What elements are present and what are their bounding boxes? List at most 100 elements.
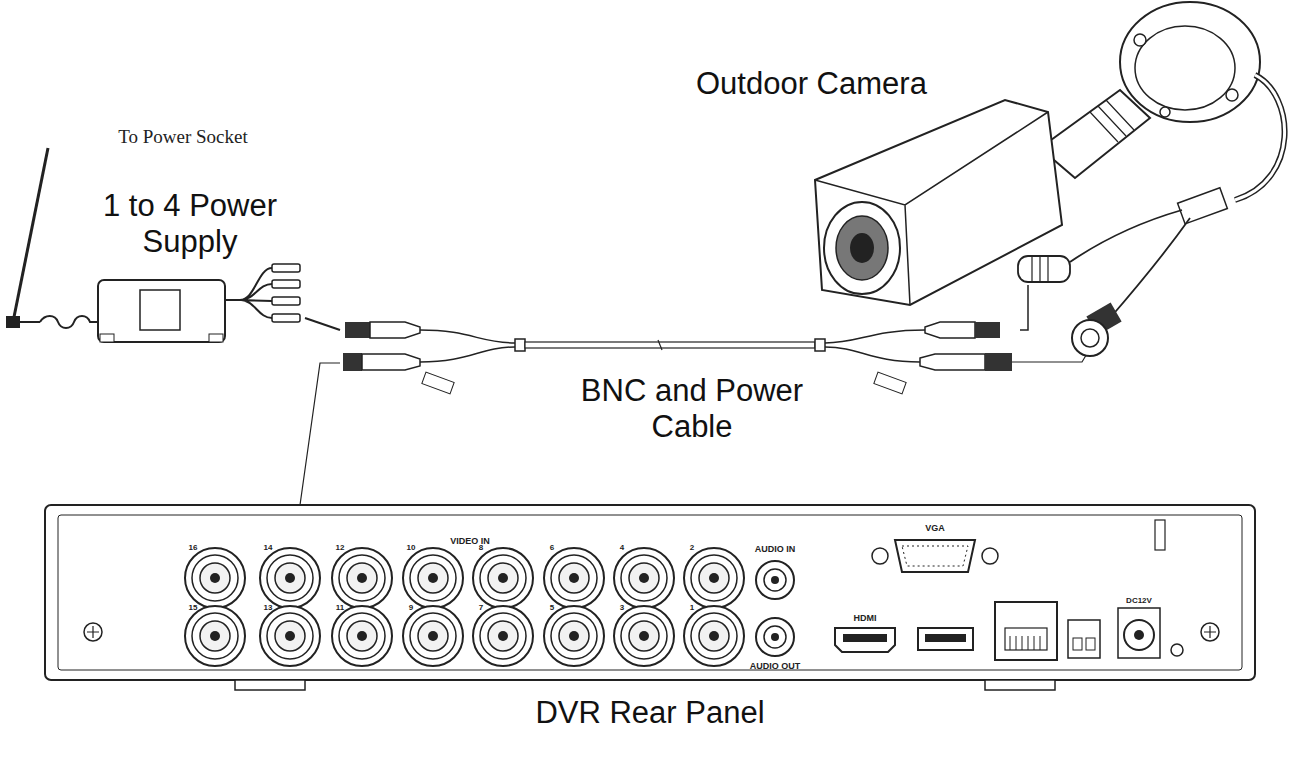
panel-label: AUDIO IN	[755, 544, 796, 554]
video-port	[614, 548, 674, 608]
audio-jack	[764, 626, 786, 648]
supply-label-plate	[140, 290, 180, 330]
node-label: BNC and Power Cable	[562, 373, 822, 445]
cable-tag	[874, 372, 906, 394]
usb-contacts	[925, 634, 966, 642]
power-supply-box	[98, 280, 225, 342]
camera-unit: Outdoor Camera	[690, 62, 1280, 285]
network-pins	[1010, 636, 1040, 650]
hdmi-port	[835, 628, 895, 652]
video-port	[332, 606, 392, 666]
video-port	[185, 606, 245, 666]
node-label: Outdoor Camera	[696, 66, 1016, 102]
camera-edges	[815, 112, 1048, 305]
dc-jack-rings	[1032, 257, 1048, 281]
vga-screw	[982, 548, 998, 564]
dc-input	[1134, 630, 1144, 640]
port-number: 7	[479, 603, 483, 612]
cable-jacket	[525, 342, 815, 348]
vga-pins	[902, 546, 968, 566]
port-number: 9	[409, 603, 413, 612]
video-port	[684, 606, 744, 666]
pigtail-cable	[1235, 75, 1285, 200]
screw-hole	[1226, 89, 1238, 101]
dvr-chassis	[45, 505, 1255, 680]
port-number: 12	[336, 543, 345, 552]
lens	[836, 216, 888, 280]
dvr-foot	[985, 680, 1055, 690]
usb-port	[918, 628, 973, 650]
video-port	[260, 606, 320, 666]
panel-screw	[1204, 626, 1216, 638]
dc-jack	[1018, 256, 1070, 282]
port-number: 15	[189, 603, 198, 612]
video-port	[403, 548, 463, 608]
video-port	[403, 606, 463, 666]
network-port	[1005, 628, 1047, 650]
video-port	[473, 548, 533, 608]
pigtail-lead	[1070, 210, 1190, 318]
audio-jack	[756, 561, 794, 599]
output-plug	[272, 280, 300, 288]
port-number: 13	[264, 603, 273, 612]
bnc-plug-body	[362, 354, 420, 370]
video-port	[544, 606, 604, 666]
port-number: 16	[189, 543, 198, 552]
cable-wire	[1020, 285, 1028, 330]
lens-housing	[824, 202, 900, 294]
node-label: 1 to 4 Power Supply	[75, 188, 305, 260]
rs485-terminal	[1068, 620, 1100, 658]
power-cord	[13, 316, 98, 328]
video-port	[614, 606, 674, 666]
video-port	[260, 548, 320, 608]
lens-center	[850, 233, 874, 263]
dvr-panel	[58, 515, 1242, 670]
screw-hole	[1160, 107, 1170, 117]
node-label: DVR Rear Panel	[40, 695, 1260, 731]
mount-ridges	[1090, 100, 1134, 142]
rs485-terminal	[1086, 638, 1095, 650]
bnc-jack	[1072, 320, 1108, 356]
power-cord	[13, 148, 48, 322]
audio-jack	[764, 569, 786, 591]
dc-input	[1124, 620, 1154, 650]
output-plug	[272, 264, 300, 272]
mount-arm	[1040, 90, 1150, 178]
video-port	[684, 548, 744, 608]
vent-slot	[1155, 520, 1165, 550]
output-plug	[272, 297, 300, 305]
port-number: 11	[336, 603, 344, 612]
output-leads	[225, 268, 272, 318]
port-number: 14	[264, 543, 273, 552]
video-lead	[1012, 352, 1088, 362]
cable-mark	[658, 340, 662, 350]
port-number: 10	[407, 543, 416, 552]
panel-label: DC12V	[1126, 596, 1152, 605]
port-number: 4	[620, 543, 624, 552]
port-number: 6	[550, 543, 554, 552]
dvr-unit: DVR Rear Panel	[40, 505, 1260, 745]
power-supply: 1 to 4 Power Supply	[75, 188, 305, 348]
cable-lead	[420, 330, 515, 362]
screw-hole	[1134, 34, 1146, 46]
panel-screw	[87, 626, 99, 638]
output-plug	[272, 314, 300, 322]
network-port	[995, 602, 1057, 660]
video-port	[185, 548, 245, 608]
video-port	[332, 548, 392, 608]
cable-tie	[815, 339, 825, 351]
hdmi-contacts	[843, 634, 887, 642]
panel-screw	[84, 623, 102, 641]
rs485-terminal	[1073, 638, 1082, 650]
cable-wire	[305, 318, 340, 330]
cable-tag	[422, 372, 454, 394]
dvr-foot	[235, 680, 305, 690]
panel-label: AUDIO OUT	[750, 661, 801, 671]
power-socket-note: To Power Socket	[118, 126, 248, 148]
audio-jack	[771, 633, 779, 641]
cable-wire	[300, 363, 340, 505]
port-number: 2	[690, 543, 694, 552]
